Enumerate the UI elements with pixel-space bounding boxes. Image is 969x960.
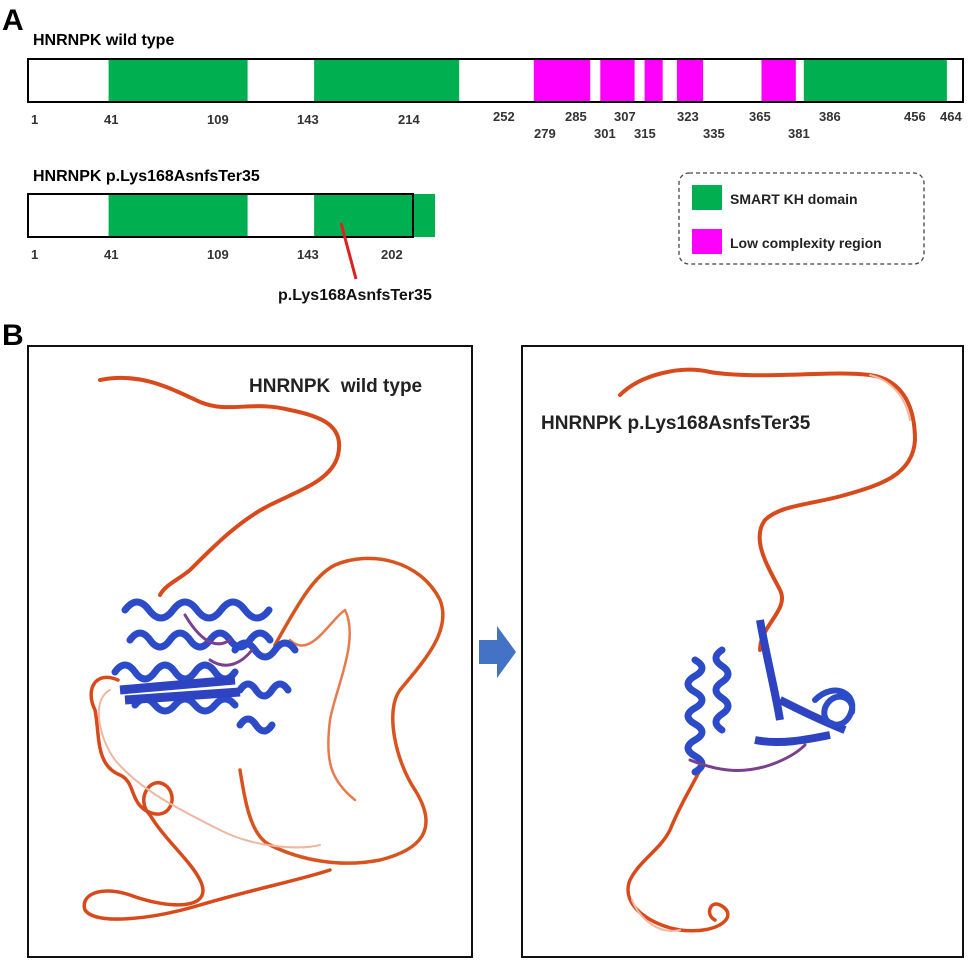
mut-tick-109: 109 bbox=[207, 247, 229, 262]
mut-coil-pale bbox=[869, 374, 911, 421]
mutation-site-line bbox=[339, 222, 358, 280]
wild-type-protein-structure bbox=[82, 375, 445, 921]
mut-helix-loop bbox=[812, 687, 856, 728]
legend-box bbox=[678, 172, 925, 265]
wt-domain-lcr-323-335 bbox=[676, 59, 704, 102]
wt-coil-left bbox=[82, 675, 332, 921]
wt-tick-323: 323 bbox=[677, 109, 699, 124]
mutant-title: HNRNPK p.Lys168AsnfsTer35 bbox=[33, 168, 260, 185]
mut-tick-143: 143 bbox=[297, 247, 319, 262]
wt-coil-loop-middle bbox=[288, 608, 357, 802]
wt-domain-kh-143-214 bbox=[314, 59, 460, 102]
wild-type-ticks: 1 41 109 143 214 252 279 285 301 307 315… bbox=[31, 109, 962, 141]
transition-arrow bbox=[479, 626, 516, 678]
wt-coil-pale bbox=[97, 689, 321, 849]
wt-beta-sheet bbox=[119, 675, 241, 705]
wt-domain-lcr-252-279 bbox=[533, 59, 591, 102]
wt-tick-279: 279 bbox=[534, 126, 556, 141]
mut-tick-202: 202 bbox=[381, 247, 403, 262]
wild-type-protein-bar bbox=[27, 58, 964, 103]
wt-tick-301: 301 bbox=[594, 126, 616, 141]
mut-interface bbox=[688, 743, 807, 772]
wt-domain-lcr-307-315 bbox=[644, 59, 663, 102]
wt-tick-335: 335 bbox=[703, 126, 725, 141]
wt-tick-285: 285 bbox=[565, 109, 587, 124]
mut-coil-nterm bbox=[618, 367, 917, 652]
wild-type-domains bbox=[108, 59, 947, 102]
mutant-protein-bar bbox=[27, 193, 414, 238]
panel-b-label: B bbox=[2, 319, 24, 352]
mut-tick-41: 41 bbox=[104, 247, 118, 262]
legend-swatch-kh bbox=[692, 185, 722, 210]
wt-coil-nterm bbox=[98, 375, 342, 597]
wt-tick-41: 41 bbox=[104, 112, 118, 127]
wt-tick-386: 386 bbox=[819, 109, 841, 124]
wt-tick-1: 1 bbox=[31, 112, 38, 127]
wt-tick-315: 315 bbox=[634, 126, 656, 141]
wt-interface-strands bbox=[183, 613, 254, 667]
panel-a-label: A bbox=[2, 4, 24, 37]
wt-domain-kh-41-109 bbox=[108, 59, 248, 102]
legend-swatch-lcr bbox=[692, 229, 722, 254]
wt-domain-lcr-365-381 bbox=[761, 59, 796, 102]
wild-type-structure-title: HNRNPK wild type bbox=[249, 376, 422, 397]
wt-tick-109: 109 bbox=[207, 112, 229, 127]
mut-domain-kh-41-109 bbox=[108, 194, 248, 237]
wt-tick-365: 365 bbox=[749, 109, 771, 124]
legend: SMART KH domain Low complexity region bbox=[678, 172, 925, 265]
mut-tick-1: 1 bbox=[31, 247, 38, 262]
wt-tick-307: 307 bbox=[614, 109, 636, 124]
mutant-ticks: 1 41 109 143 202 bbox=[31, 247, 403, 262]
wt-tick-252: 252 bbox=[493, 109, 515, 124]
wild-type-title: HNRNPK wild type bbox=[33, 32, 174, 49]
legend-label-kh: SMART KH domain bbox=[730, 191, 858, 207]
mutant-structure-box bbox=[521, 345, 964, 958]
wt-coil-loop-right bbox=[238, 556, 445, 865]
mutant-protein-structure bbox=[618, 367, 917, 933]
wt-tick-464: 464 bbox=[940, 109, 962, 124]
mutant-structure-title: HNRNPK p.Lys168AsnfsTer35 bbox=[541, 413, 811, 434]
mut-coil-cterm-pale bbox=[631, 899, 681, 932]
wt-domain-lcr-285-301 bbox=[600, 59, 635, 102]
mut-helical-core bbox=[684, 646, 732, 776]
mutation-label: p.Lys168AsnfsTer35 bbox=[278, 287, 432, 304]
mutant-domains bbox=[108, 194, 435, 237]
wt-tick-456: 456 bbox=[904, 109, 926, 124]
wt-tick-143: 143 bbox=[297, 112, 319, 127]
wt-tick-381: 381 bbox=[788, 126, 810, 141]
wt-domain-kh-386-456 bbox=[803, 59, 947, 102]
legend-label-lcr: Low complexity region bbox=[730, 235, 882, 251]
wt-tick-214: 214 bbox=[398, 112, 420, 127]
mut-domain-kh-143-202 bbox=[314, 194, 435, 237]
